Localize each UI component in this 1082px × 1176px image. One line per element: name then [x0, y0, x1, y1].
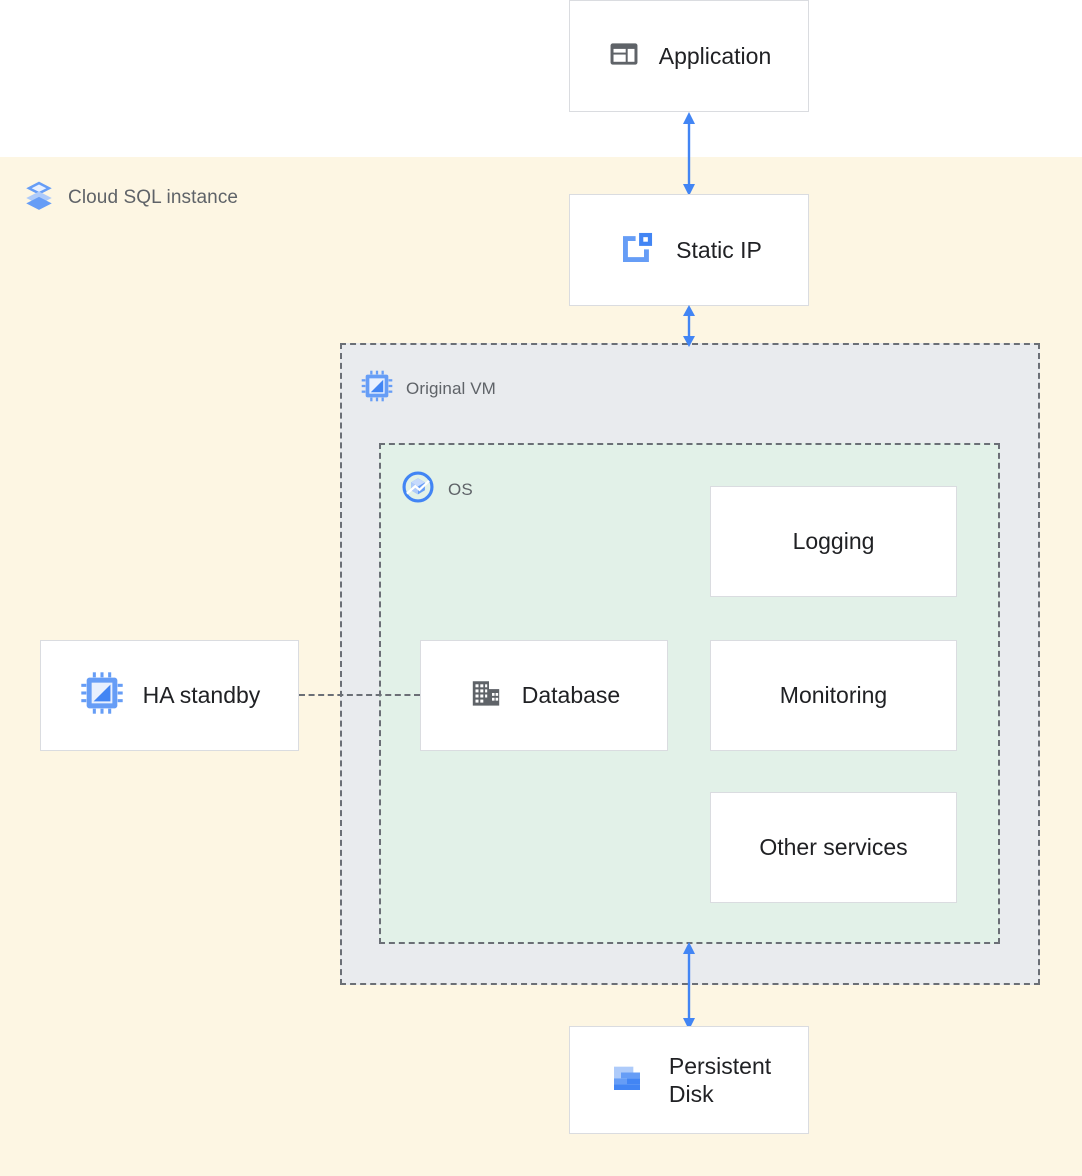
node-label: Other services	[759, 834, 908, 861]
node-monitoring[interactable]: Monitoring	[710, 640, 957, 751]
connector-static-ip-to-original-vm	[683, 305, 695, 347]
cloud-sql-stack-icon	[22, 178, 56, 217]
node-label: Monitoring	[779, 682, 888, 709]
os-circle-cube-icon	[400, 469, 436, 510]
connector-application-to-static-ip	[683, 112, 695, 196]
region-label-text: OS	[448, 479, 473, 499]
node-ha-standby[interactable]: HA standby	[40, 640, 299, 751]
node-label: Application	[658, 42, 772, 69]
node-label: Database	[521, 682, 621, 709]
region-label-os: OS	[400, 469, 473, 510]
region-label-text: Original VM	[406, 378, 496, 398]
node-database[interactable]: Database	[420, 640, 668, 751]
cpu-chip-icon	[360, 369, 394, 408]
connector-ha-standby-to-database	[299, 694, 420, 696]
persistent-disk-icon	[607, 1058, 647, 1103]
node-static-ip[interactable]: Static IP	[569, 194, 809, 306]
region-label-text: Cloud SQL instance	[68, 186, 239, 208]
region-label-original-vm: Original VM	[360, 369, 496, 408]
application-window-icon	[607, 37, 641, 76]
node-label: Logging	[792, 528, 875, 555]
node-other-services[interactable]: Other services	[710, 792, 957, 903]
connector-os-to-persistent-disk	[683, 942, 695, 1030]
node-label: Static IP	[676, 236, 762, 263]
node-logging[interactable]: Logging	[710, 486, 957, 597]
cpu-chip-icon	[79, 670, 125, 721]
node-label: HA standby	[142, 682, 261, 709]
region-label-cloud-sql-instance: Cloud SQL instance	[22, 178, 238, 217]
database-building-icon	[468, 675, 504, 716]
static-ip-icon	[616, 227, 658, 274]
node-application[interactable]: Application	[569, 0, 809, 112]
